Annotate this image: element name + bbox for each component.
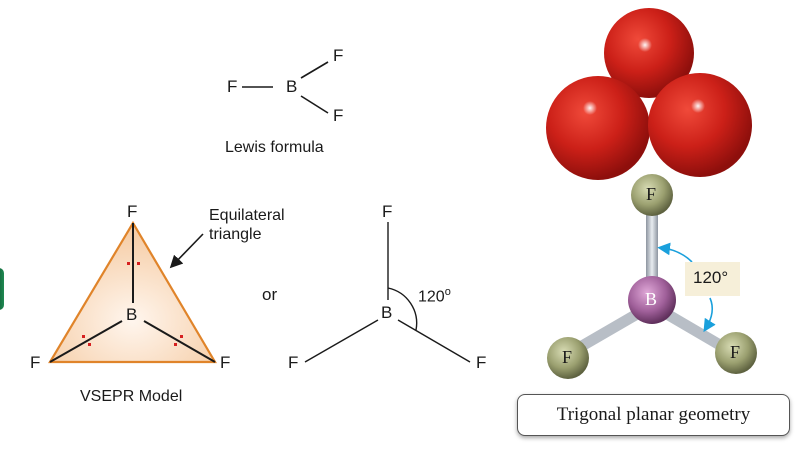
lewis-bonds — [242, 61, 329, 114]
vsepr-model-caption: VSEPR Model — [80, 388, 183, 405]
ball-atom-center: B — [645, 289, 658, 309]
angle-atom-bottom-right: F — [476, 353, 487, 372]
angle-arc — [387, 287, 418, 331]
fluorine-ball-bottom-right — [715, 332, 757, 374]
vsepr-triangle — [48, 220, 217, 364]
vsepr-atom-top: F — [127, 202, 138, 221]
cropped-edge-decoration — [0, 268, 4, 310]
fluorine-ball-bottom-left — [547, 337, 589, 379]
trigonal-planar-caption: Trigonal planar geometry — [517, 394, 790, 436]
or-connector: or — [262, 285, 278, 304]
fluorine-sphere-top — [604, 8, 694, 98]
lewis-formula-diagram: F B F F — [215, 40, 385, 130]
equilateral-triangle-label-line2: triangle — [209, 226, 262, 243]
angle-atom-center: B — [381, 303, 393, 322]
lewis-atom-center: B — [286, 77, 298, 96]
angle-value: 120 — [418, 288, 445, 306]
equilateral-triangle-label-line1: Equilateral — [209, 207, 285, 224]
angle-atom-bottom-left: F — [288, 353, 299, 372]
ball-atom-bottom-right: F — [730, 342, 741, 362]
vsepr-atom-center: B — [126, 305, 138, 324]
lewis-atom-top-right: F — [333, 46, 344, 65]
ball-and-stick-model: F B F F 120° — [520, 170, 800, 390]
space-filling-model — [520, 0, 800, 180]
fluorine-ball-top — [631, 174, 673, 216]
degree-symbol: o — [444, 286, 451, 298]
lone-pair-dots — [82, 262, 183, 346]
fluorine-sphere-right — [648, 73, 752, 177]
ball-atom-top: F — [646, 184, 657, 204]
vsepr-model-diagram: F B F F Equilateral triangle — [0, 190, 320, 410]
vsepr-atom-bottom-right: F — [220, 353, 231, 372]
angle-label-bg — [685, 262, 740, 296]
ball-atom-bottom-left: F — [562, 347, 573, 367]
lewis-atom-left: F — [227, 77, 238, 96]
angle-value-label: 120o — [418, 286, 451, 306]
boron-ball — [628, 276, 676, 324]
fluorine-sphere-left — [546, 76, 650, 180]
angle-bonds — [304, 222, 471, 363]
bond-angle-diagram: F B F F 120o — [280, 190, 500, 380]
lewis-formula-caption: Lewis formula — [225, 139, 324, 156]
ball-angle-label: 120° — [693, 268, 729, 287]
angle-atom-top: F — [382, 202, 393, 221]
lewis-atom-bottom-right: F — [333, 106, 344, 125]
vsepr-atom-bottom-left: F — [30, 353, 41, 372]
